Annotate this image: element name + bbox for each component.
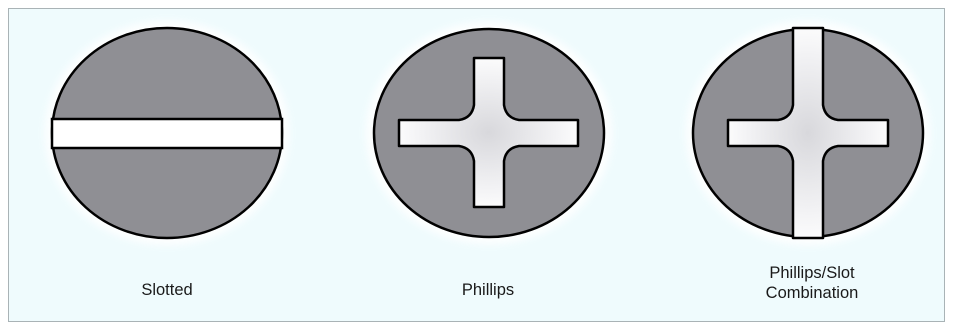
phillips-label-line-1: Phillips: [418, 280, 558, 300]
diagram-panel: Slotted Phillips Phillips/Slot Combinati…: [8, 8, 945, 322]
combination-label-line-2: Combination: [722, 283, 902, 303]
slotted-label: Slotted: [97, 280, 237, 300]
phillips-screw-head: [366, 22, 612, 244]
combination-label-line-1: Phillips/Slot: [722, 263, 902, 283]
combination-label: Phillips/Slot Combination: [722, 263, 902, 303]
combination-screw-head: [686, 21, 930, 245]
slotted-screw-head: [45, 21, 289, 245]
slot-recess: [52, 119, 282, 148]
slotted-label-line-1: Slotted: [97, 280, 237, 300]
phillips-label: Phillips: [418, 280, 558, 300]
